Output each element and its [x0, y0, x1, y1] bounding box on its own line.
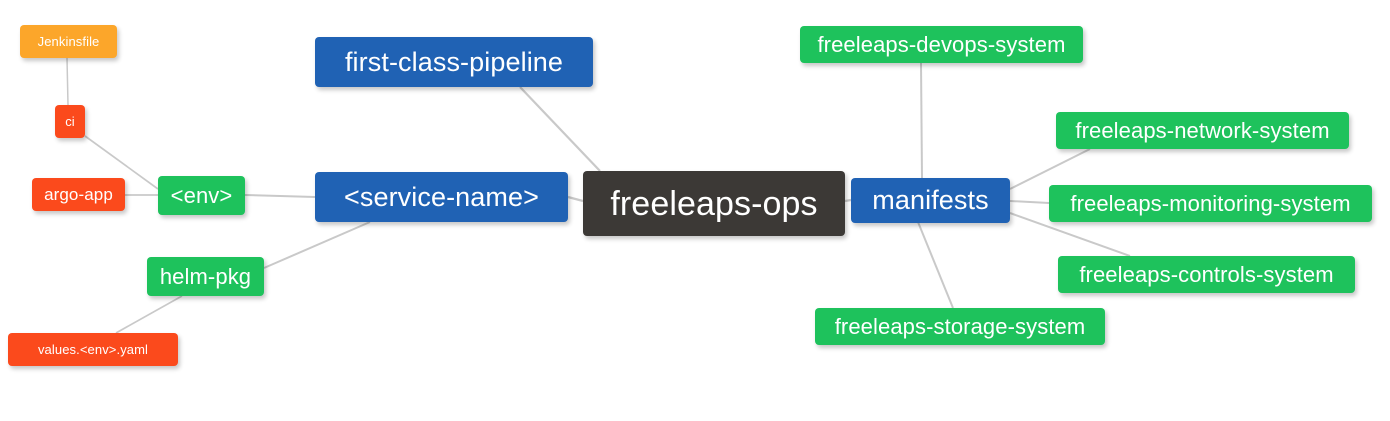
- edge-manifests-monitoring-system: [1009, 200, 1050, 204]
- node-values-yaml[interactable]: values.<env>.yaml: [8, 333, 178, 366]
- node-freeleaps-controls-system[interactable]: freeleaps-controls-system: [1058, 256, 1355, 293]
- edge-ci-jenkinsfile: [66, 57, 69, 106]
- edge-helm-pkg-values-yaml: [115, 295, 183, 334]
- node-manifests[interactable]: manifests: [851, 178, 1010, 223]
- edge-service-name-env: [244, 194, 316, 198]
- node-freeleaps-network-system[interactable]: freeleaps-network-system: [1056, 112, 1349, 149]
- node-argo-app[interactable]: argo-app: [32, 178, 125, 211]
- edge-manifests-devops-system: [920, 62, 923, 179]
- node-first-class-pipeline[interactable]: first-class-pipeline: [315, 37, 593, 87]
- node-freeleaps-storage-system[interactable]: freeleaps-storage-system: [815, 308, 1105, 345]
- node-freeleaps-devops-system[interactable]: freeleaps-devops-system: [800, 26, 1083, 63]
- node-jenkinsfile[interactable]: Jenkinsfile: [20, 25, 117, 58]
- node-root-freeleaps-ops[interactable]: freeleaps-ops: [583, 171, 845, 236]
- edge-root-first-class-pipeline: [519, 86, 601, 172]
- edge-service-name-helm-pkg: [263, 221, 371, 269]
- node-service-name[interactable]: <service-name>: [315, 172, 568, 222]
- node-env[interactable]: <env>: [158, 176, 245, 215]
- node-helm-pkg[interactable]: helm-pkg: [147, 257, 264, 296]
- edge-manifests-network-system: [1009, 148, 1091, 190]
- edge-root-service-name: [567, 195, 584, 203]
- node-ci[interactable]: ci: [55, 105, 85, 138]
- edge-manifests-storage-system: [917, 221, 954, 309]
- node-freeleaps-monitoring-system[interactable]: freeleaps-monitoring-system: [1049, 185, 1372, 222]
